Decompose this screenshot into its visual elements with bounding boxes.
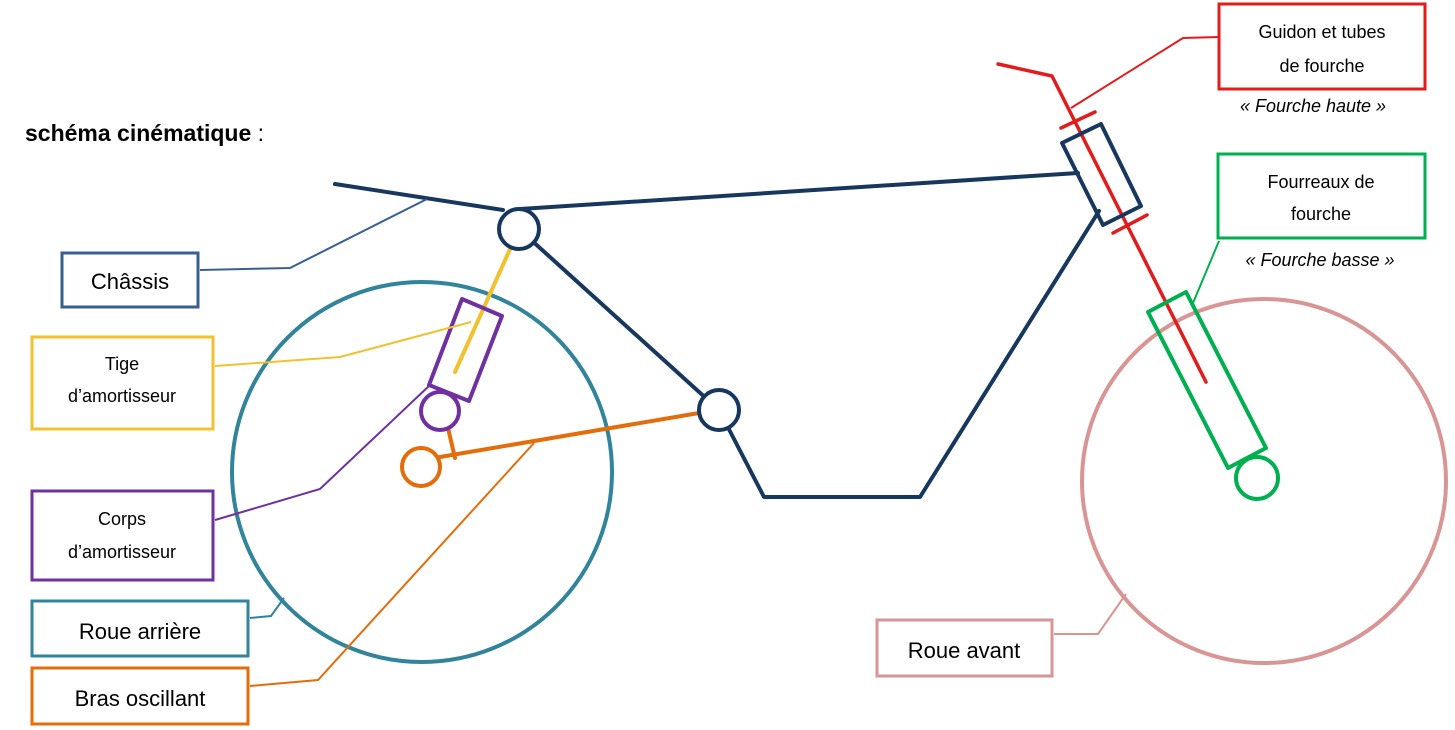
- chassis-top-tube: [518, 171, 1080, 211]
- leader-shock-body: [214, 384, 431, 521]
- rear-axle-joint: [400, 446, 442, 488]
- shock-lower-joint: [419, 390, 461, 432]
- chassis-rear-tube: [333, 182, 505, 212]
- label-swingarm-box: [30, 666, 250, 726]
- label-shock-body-box: [30, 489, 215, 582]
- label-swingarm-text: Bras oscillant: [75, 686, 206, 711]
- leader-swingarm: [249, 442, 535, 687]
- label-swingarm: Bras oscillant: [30, 666, 250, 726]
- leader-handlebar: [1070, 36, 1220, 109]
- leader-front-wheel: [1054, 593, 1127, 635]
- label-shock-rod: Tige d’amortisseur: [30, 335, 215, 431]
- leader-rear-wheel: [249, 597, 285, 619]
- label-fork-sliders-line1: Fourreaux de: [1267, 172, 1374, 192]
- front-axle-joint: [1234, 455, 1280, 501]
- label-chassis: Châssis: [60, 251, 200, 309]
- label-shock-rod-line2: d’amortisseur: [68, 386, 176, 406]
- label-front-wheel-text: Roue avant: [908, 638, 1021, 663]
- label-shock-rod-line1: Tige: [105, 354, 139, 374]
- steering-head: [1060, 122, 1143, 227]
- label-fork-sliders: Fourreaux de fourche « Fourche basse »: [1216, 152, 1427, 270]
- label-handlebar: Guidon et tubes de fourche « Fourche hau…: [1217, 2, 1427, 116]
- label-shock-body: Corps d’amortisseur: [30, 489, 215, 582]
- diagram-title-text: schéma cinématique: [25, 120, 251, 146]
- swingarm: [438, 411, 701, 459]
- chassis-lower-frame: [717, 209, 1101, 499]
- diagram-title: schéma cinématique :: [25, 120, 264, 146]
- rear-wheel: [230, 280, 614, 664]
- label-handlebar-line2: de fourche: [1279, 56, 1364, 76]
- fork-sliders: [1146, 290, 1268, 470]
- swingarm-pivot: [697, 388, 741, 432]
- label-front-wheel: Roue avant: [875, 618, 1054, 678]
- label-handlebar-box: [1217, 2, 1427, 91]
- handlebar-fork-tubes: [996, 62, 1208, 384]
- label-fork-sliders-note: « Fourche basse »: [1245, 250, 1394, 270]
- leader-shock-rod: [214, 321, 472, 367]
- label-rear-wheel-box: [30, 599, 250, 658]
- chassis-down-tube: [517, 227, 721, 412]
- label-handlebar-line1: Guidon et tubes: [1258, 22, 1385, 42]
- label-chassis-text: Châssis: [91, 269, 169, 294]
- shock-rod: [453, 227, 521, 374]
- fork-lower-bearing-mark: [1111, 213, 1149, 235]
- label-front-wheel-box: [875, 618, 1054, 678]
- leader-fork-sliders: [1192, 240, 1220, 304]
- label-chassis-box: [60, 251, 200, 309]
- leader-chassis: [199, 198, 428, 271]
- label-shock-body-line1: Corps: [98, 509, 146, 529]
- fork-upper-bearing-mark: [1059, 110, 1097, 130]
- label-rear-wheel: Roue arrière: [30, 599, 250, 658]
- chassis-shock-pivot: [497, 207, 541, 251]
- label-shock-rod-box: [30, 335, 215, 431]
- label-rear-wheel-text: Roue arrière: [79, 619, 201, 644]
- shock-body: [427, 297, 504, 403]
- label-fork-sliders-line2: fourche: [1291, 204, 1351, 224]
- label-handlebar-note: « Fourche haute »: [1240, 96, 1386, 116]
- label-fork-sliders-box: [1216, 152, 1427, 240]
- label-shock-body-line2: d’amortisseur: [68, 542, 176, 562]
- front-wheel: [1080, 297, 1448, 665]
- diagram-title-suffix: :: [251, 120, 264, 146]
